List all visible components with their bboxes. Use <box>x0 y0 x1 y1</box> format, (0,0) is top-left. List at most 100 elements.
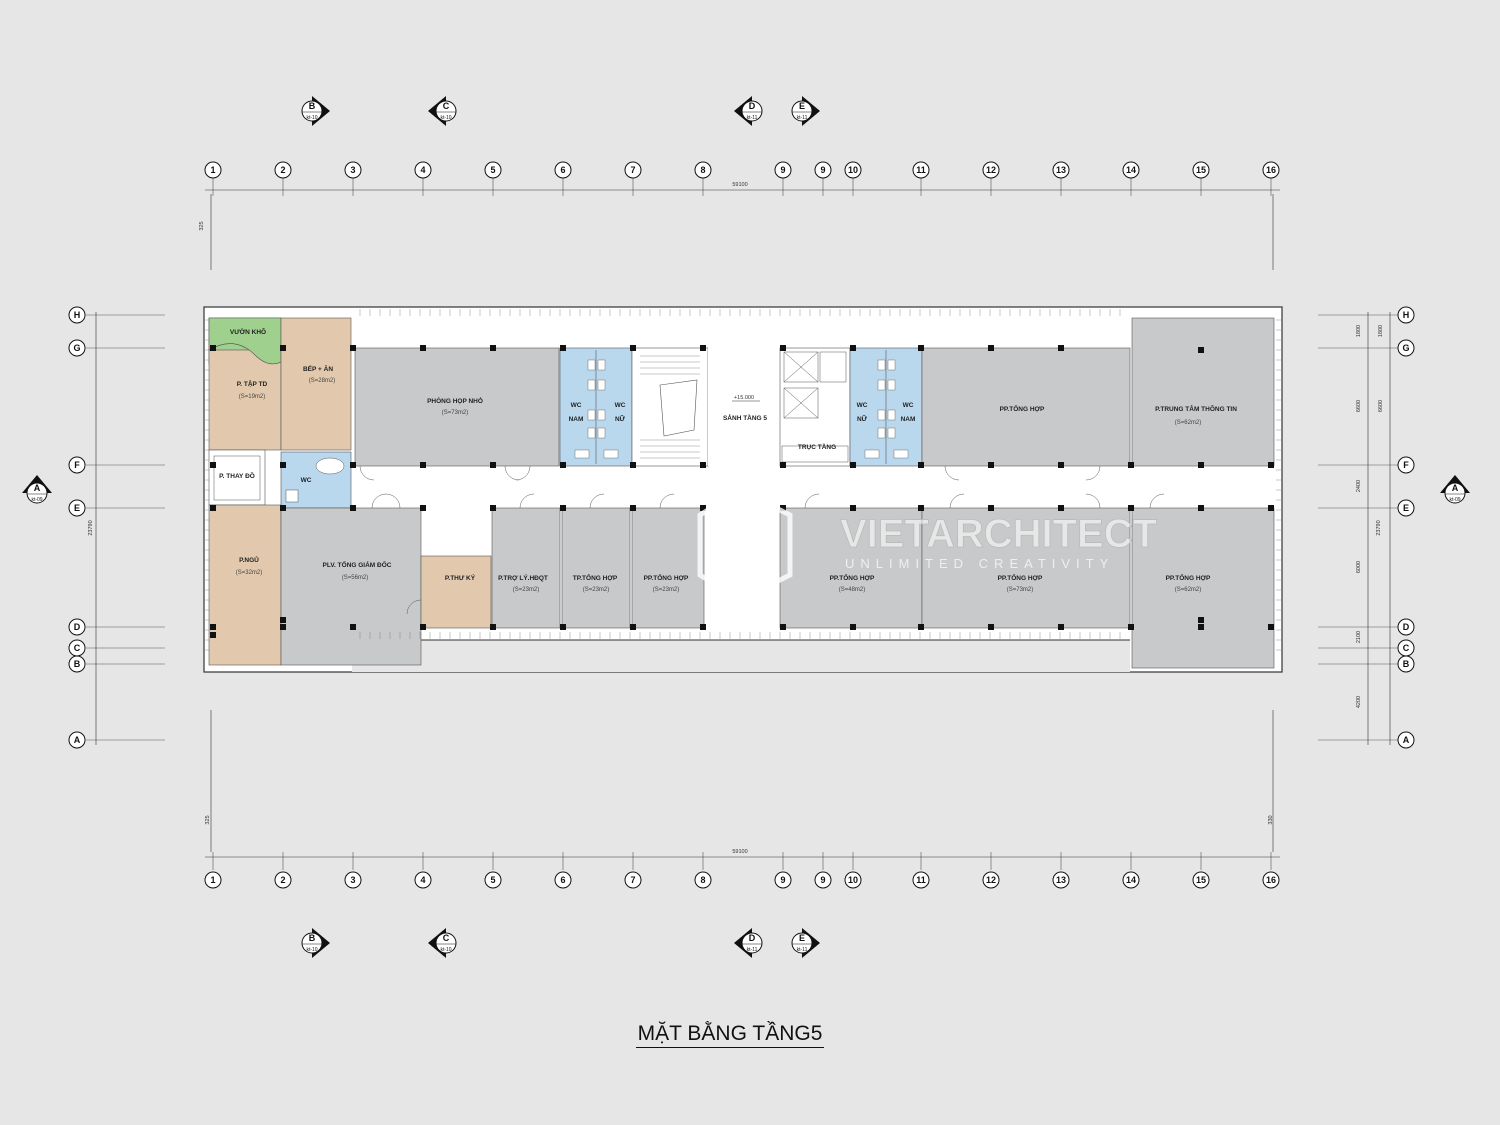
column <box>780 624 786 630</box>
svg-text:11: 11 <box>916 875 926 885</box>
svg-text:B: B <box>1403 659 1410 669</box>
svg-text:kt-09: kt-09 <box>1449 497 1460 503</box>
room-thay-do <box>208 449 266 506</box>
svg-text:A: A <box>74 735 81 745</box>
column <box>918 462 924 468</box>
svg-text:A: A <box>34 483 41 493</box>
label-trung-tam-thong-tin: P.TRUNG TÂM THÔNG TIN <box>1155 404 1237 413</box>
watermark-tagline: UNLIMITED CREATIVITY <box>845 556 1114 571</box>
svg-text:kt-11: kt-11 <box>797 115 808 121</box>
grid-bubble-col-8: 8 <box>694 871 712 889</box>
column <box>1128 505 1134 511</box>
svg-text:11: 11 <box>916 165 926 175</box>
svg-text:4: 4 <box>420 165 425 175</box>
column <box>918 505 924 511</box>
column <box>350 505 356 511</box>
grid-bubble-row-C: C <box>1397 639 1415 657</box>
section-marker-B: Bkt-10 <box>301 928 330 958</box>
section-marker-C: Ckt-10 <box>428 928 457 958</box>
grid-bubble-row-F: F <box>1397 456 1415 474</box>
column <box>560 624 566 630</box>
svg-text:12: 12 <box>986 165 996 175</box>
dim-row-span: 1800 <box>1378 325 1384 337</box>
column <box>700 624 706 630</box>
grid-bubble-row-A: A <box>1397 731 1415 749</box>
section-marker-D: Dkt-11 <box>734 928 763 958</box>
grid-bubble-col-14: 14 <box>1122 161 1140 179</box>
column <box>210 632 216 638</box>
label-pp-tong-hop-top: PP.TỔNG HỢP <box>1000 404 1045 413</box>
svg-text:3: 3 <box>350 875 355 885</box>
grid-bubble-col-13: 13 <box>1052 161 1070 179</box>
column <box>1058 624 1064 630</box>
column <box>490 624 496 630</box>
grid-bubble-col-4: 4 <box>414 161 432 179</box>
grid-bubble-col-12: 12 <box>982 871 1000 889</box>
facade-windows <box>205 309 1281 651</box>
grid-bubble-col-9: 9 <box>814 871 832 889</box>
dim-overall-top: 59100 <box>732 182 747 188</box>
dim-overall-depth-left: 23790 <box>88 520 94 535</box>
column <box>490 462 496 468</box>
label-truc-tang: TRỤC TẦNG <box>798 441 836 451</box>
dim-row-span: 6000 <box>1356 561 1362 573</box>
wc-left-wc-2: WC <box>615 402 626 409</box>
grid-bubble-col-2: 2 <box>274 161 292 179</box>
grid-bubble-col-15: 15 <box>1192 161 1210 179</box>
svg-text:G: G <box>1402 343 1409 353</box>
column <box>1268 624 1274 630</box>
wc-left-nu: NỮ <box>615 414 626 423</box>
column <box>280 345 286 351</box>
room-bep-an <box>280 317 352 451</box>
room-pp-tong-hop-4 <box>1131 507 1275 669</box>
svg-text:kt-11: kt-11 <box>797 947 808 953</box>
column <box>850 505 856 511</box>
grid-bubble-row-H: H <box>68 306 86 324</box>
column <box>490 345 496 351</box>
grid-bubble-row-C: C <box>68 639 86 657</box>
column <box>918 624 924 630</box>
label-tap-td: P. TẬP TD <box>237 379 268 388</box>
svg-text:7: 7 <box>630 165 635 175</box>
svg-text:4: 4 <box>420 875 425 885</box>
column <box>700 345 706 351</box>
area-ngu: (S=32m2) <box>236 570 263 576</box>
column <box>630 505 636 511</box>
grid-bubble-col-9: 9 <box>774 161 792 179</box>
room-thu-ky <box>420 555 492 629</box>
column <box>210 505 216 511</box>
column <box>780 505 786 511</box>
svg-text:C: C <box>1403 643 1410 653</box>
grid-bubble-col-5: 5 <box>484 871 502 889</box>
column <box>1058 345 1064 351</box>
column <box>280 505 286 511</box>
wc-right-nam: NAM <box>901 416 916 423</box>
svg-text:14: 14 <box>1126 875 1136 885</box>
svg-text:9: 9 <box>780 165 785 175</box>
column <box>420 462 426 468</box>
svg-text:B: B <box>74 659 81 669</box>
grid-bubble-col-1: 1 <box>204 871 222 889</box>
label-tro-ly: P.TRỢ LÝ.HĐQT <box>498 573 548 582</box>
dim-row-span: 4200 <box>1356 696 1362 708</box>
column <box>350 462 356 468</box>
label-pp-tong-hop-4: PP.TỔNG HỢP <box>1166 573 1211 582</box>
grid-bubble-col-11: 11 <box>912 871 930 889</box>
dim-top-offset: 325 <box>199 221 205 230</box>
column <box>490 505 496 511</box>
grid-bubble-col-4: 4 <box>414 871 432 889</box>
side-section-marker-A: Akt-09 <box>22 475 52 504</box>
column <box>850 345 856 351</box>
grid-bubble-col-13: 13 <box>1052 871 1070 889</box>
svg-text:G: G <box>73 343 80 353</box>
wc-right-wc-2: WC <box>903 402 914 409</box>
room-phong-hop-nho <box>354 347 560 467</box>
area-plv-tong-giam-doc: (S=56m2) <box>342 575 369 581</box>
grid-bubble-col-3: 3 <box>344 161 362 179</box>
column <box>1058 505 1064 511</box>
grid-bubble-col-9: 9 <box>774 871 792 889</box>
svg-text:A: A <box>1452 483 1459 493</box>
svg-text:1: 1 <box>210 165 215 175</box>
column <box>1198 347 1204 353</box>
